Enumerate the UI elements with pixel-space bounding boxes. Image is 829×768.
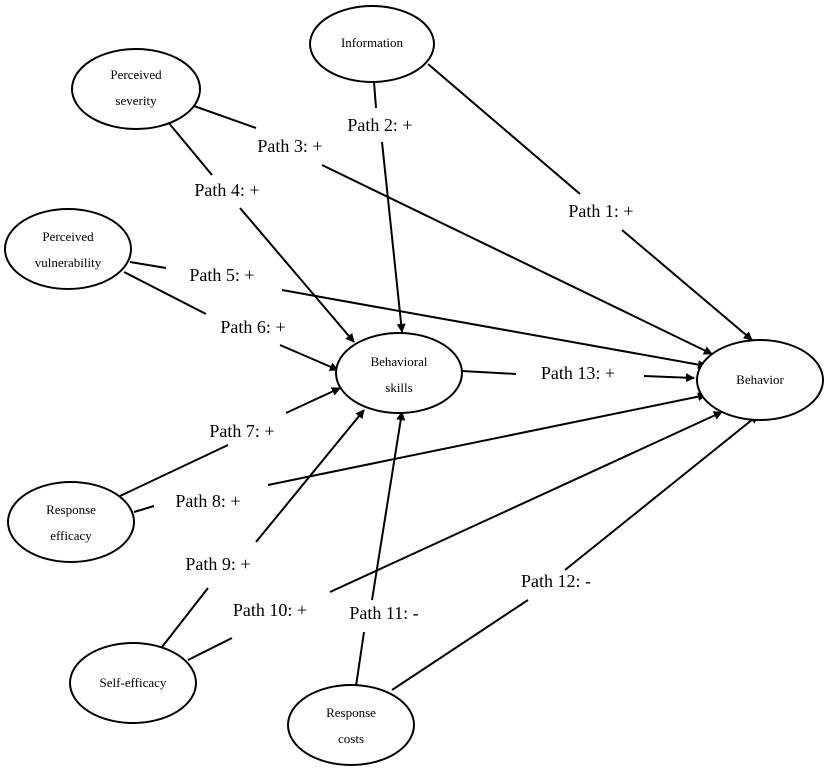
path-label-2: Path 2: + [347,115,412,135]
node-behavior-label: Behavior [736,372,784,387]
edge-path12-head [564,414,759,571]
node-response-costs: Response costs [287,684,415,766]
node-behavior-shape [696,339,824,421]
node-perceived-vulnerability-shape [4,208,132,290]
edge-path13-head [643,373,695,383]
edge-path13-tail [461,370,517,375]
node-behavioral-skills: Behavioral skills [335,332,463,414]
node-self-efficacy: Self-efficacy [69,642,197,724]
edge-path2-tail [373,81,377,109]
node-perceived-vulnerability-label-line1: Perceived [42,229,94,244]
edge-path11-head [371,411,406,601]
node-behavioral-skills-label-line2: skills [385,380,412,395]
edges [119,63,759,691]
node-information-shape [309,5,435,83]
edge-path1-tail [427,63,581,195]
path-label-4: Path 4: + [194,180,259,200]
edge-path9-tail [161,587,209,648]
node-behavior: Behavior [696,339,824,421]
path-label-3: Path 3: + [257,136,322,156]
path-label-12: Path 12: - [521,571,591,591]
node-perceived-severity-label-line1: Perceived [110,67,162,82]
node-behavioral-skills-label-line1: Behavioral [370,354,427,369]
node-response-efficacy: Response efficacy [7,481,135,563]
node-perceived-severity-label-line2: severity [115,93,157,108]
edge-path4-tail [167,121,213,176]
node-perceived-vulnerability: Perceived vulnerability [4,208,132,290]
path-label-1: Path 1: + [568,201,633,221]
path-label-9: Path 9: + [185,554,250,574]
node-response-costs-shape [287,684,415,766]
node-perceived-severity-shape [71,48,201,130]
path-label-13: Path 13: + [541,363,615,383]
node-response-costs-label-line1: Response [326,705,376,720]
edge-path9-head [255,409,365,543]
path-label-5: Path 5: + [189,265,254,285]
node-information-label: Information [341,35,404,50]
edge-path10-tail [187,637,233,661]
node-self-efficacy-shape [69,642,197,724]
node-behavioral-skills-shape [335,332,463,414]
path-label-6: Path 6: + [220,317,285,337]
node-response-efficacy-label-line2: efficacy [50,528,92,543]
edge-path5-tail [129,261,167,269]
edge-path6-tail [123,271,207,315]
path-label-10: Path 10: + [233,600,307,620]
edge-path12-tail [391,599,529,691]
path-label-8: Path 8: + [175,491,240,511]
edge-labels: Path 1: + Path 2: + Path 3: + Path 4: + … [175,115,633,623]
edge-path7-head [285,387,341,414]
path-label-7: Path 7: + [209,421,274,441]
node-perceived-severity: Perceived severity [71,48,201,130]
edge-path3-head [321,164,713,355]
edge-path6-head [279,344,339,371]
edge-path11-tail [355,631,365,687]
edge-path4-head [239,207,355,343]
node-self-efficacy-label: Self-efficacy [100,675,167,690]
node-information: Information [309,5,435,83]
edge-path7-tail [119,444,229,497]
edge-path1-head [621,229,753,341]
edge-path3-tail [193,105,257,129]
edge-path8-tail [133,505,155,513]
edge-path5-head [281,289,707,370]
edge-path10-head [329,411,723,593]
path-label-11: Path 11: - [349,603,418,623]
edge-path2-head [381,141,406,333]
edge-path8-head [267,392,707,486]
node-perceived-vulnerability-label-line2: vulnerability [35,255,102,270]
node-response-costs-label-line2: costs [338,731,364,746]
node-response-efficacy-label-line1: Response [46,502,96,517]
node-response-efficacy-shape [7,481,135,563]
